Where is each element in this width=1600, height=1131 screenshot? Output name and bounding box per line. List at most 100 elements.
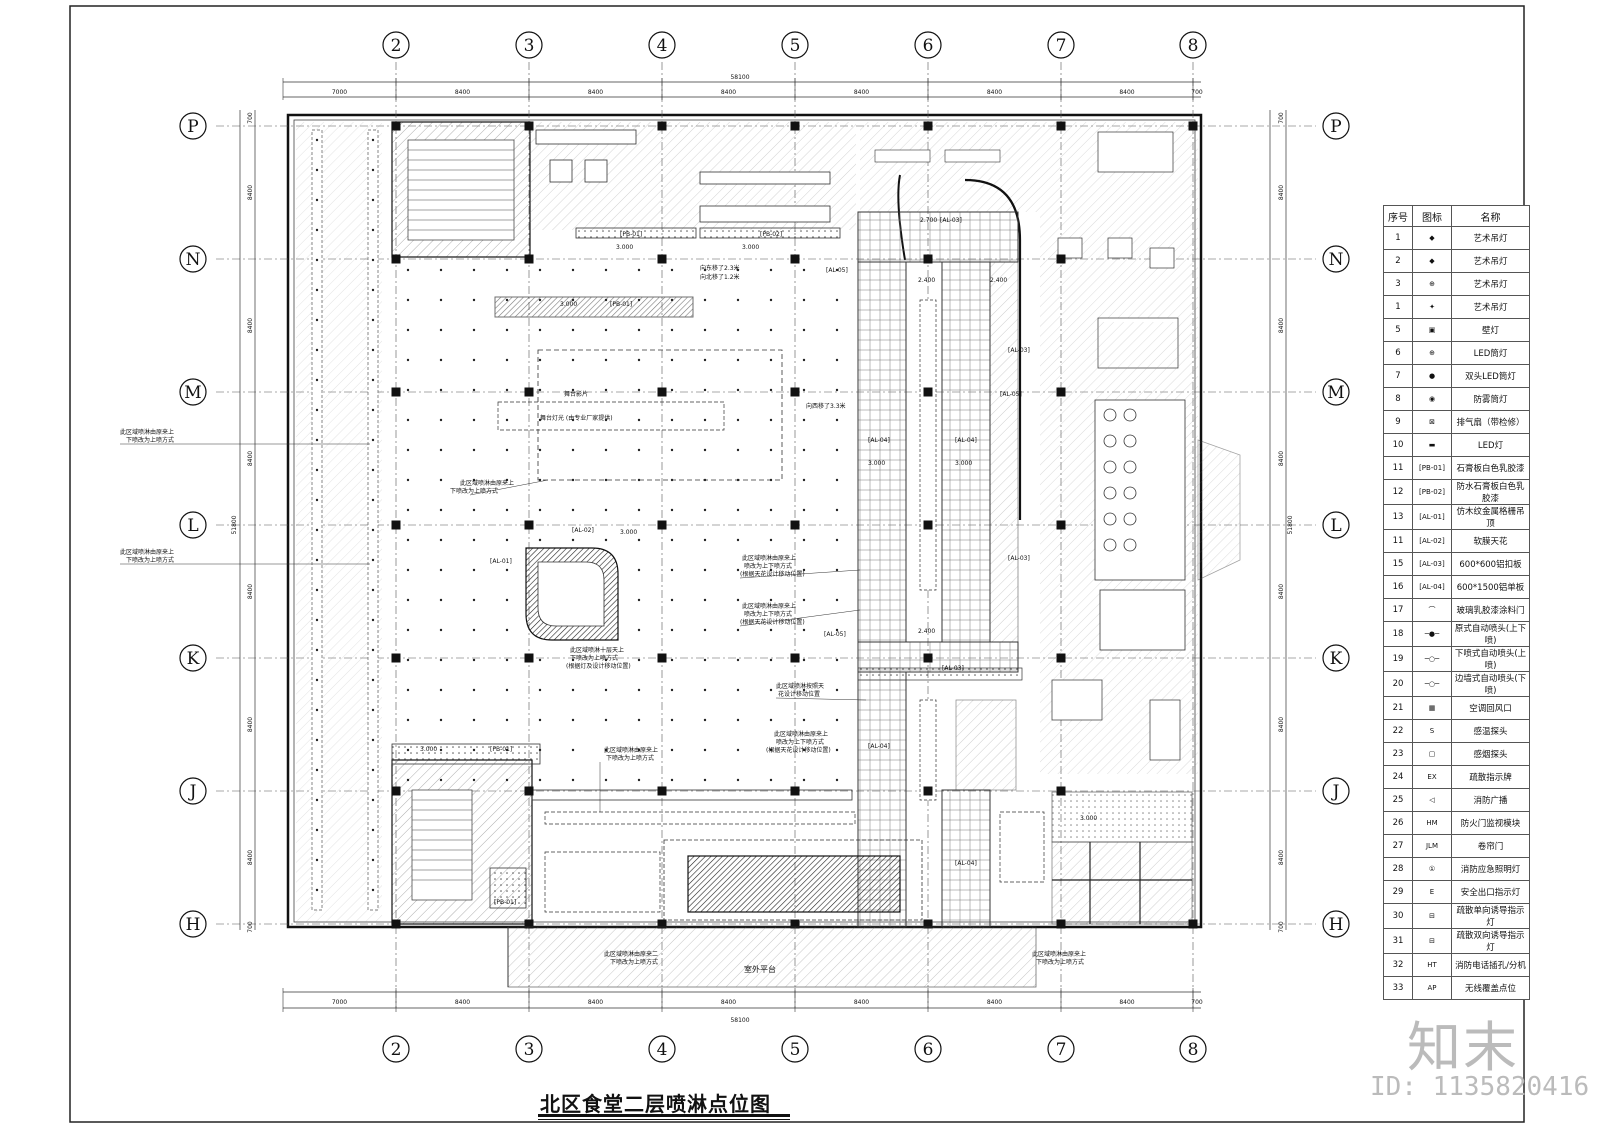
- left-strip-2: [367, 129, 379, 911]
- legend-symbol-icon: [PB-01]: [1412, 456, 1452, 480]
- legend-symbol-icon: ⊕: [1412, 272, 1452, 296]
- legend-index: 19: [1383, 646, 1413, 672]
- legend-name: 消防电话插孔/分机: [1451, 953, 1530, 977]
- sprinkler: [472, 418, 476, 422]
- sprinkler: [670, 448, 674, 452]
- axis-row-right-H-circle: [1322, 910, 1350, 938]
- axis-row-right-P-label: P: [1330, 117, 1341, 137]
- legend-name: 仿木纹金属格栅吊顶: [1451, 504, 1530, 530]
- legend-row: 11[AL-02]软膜天花: [1383, 529, 1530, 553]
- sprinkler: [835, 418, 839, 422]
- svg-text:此区域喷淋由原来二: 此区域喷淋由原来二: [604, 950, 658, 958]
- bottom-right-rooms: [1051, 841, 1193, 925]
- axis-row-left-P-circle: [179, 112, 207, 140]
- burner: [1123, 434, 1137, 448]
- legend-name: 防水石膏板白色乳胶漆: [1451, 479, 1530, 505]
- legend-index: 31: [1383, 928, 1413, 954]
- sprinkler: [736, 568, 740, 572]
- sprinkler: [371, 498, 375, 502]
- legend-row: 25◁消防广播: [1383, 788, 1530, 812]
- axis-row-right-N-label: N: [1329, 250, 1344, 270]
- sprinkler: [505, 448, 509, 452]
- axis-row-left-P-label: P: [187, 117, 198, 137]
- legend-name: 艺术吊灯: [1451, 249, 1530, 273]
- column: [790, 387, 800, 397]
- sprinkler: [769, 448, 773, 452]
- sprinkler: [571, 268, 575, 272]
- sprinkler: [637, 748, 641, 752]
- sprinkler: [406, 778, 410, 782]
- pipe-main: [964, 178, 1022, 520]
- svg-text:下喷改为上喷方式: 下喷改为上喷方式: [450, 487, 498, 495]
- sprinkler: [538, 748, 542, 752]
- column: [923, 919, 933, 929]
- sprinkler: [472, 298, 476, 302]
- legend-symbol-icon: [AL-02]: [1412, 529, 1452, 553]
- legend-name: 艺术吊灯: [1451, 226, 1530, 250]
- legend-row: 21▦空调回风口: [1383, 696, 1530, 720]
- column: [657, 254, 667, 264]
- sprinkler: [571, 478, 575, 482]
- legend-name: 艺术吊灯: [1451, 295, 1530, 319]
- tag-pb02-top: [PB-02]: [760, 231, 782, 238]
- sprinkler: [802, 268, 806, 272]
- sprinkler: [505, 418, 509, 422]
- grid-ceiling-top: [857, 211, 1019, 263]
- svg-text:喷改为上下喷方式: 喷改为上下喷方式: [776, 738, 824, 746]
- legend-name: 600*600铝扣板: [1451, 552, 1530, 576]
- sprinkler: [736, 298, 740, 302]
- sprinkler: [670, 688, 674, 692]
- axis-row-right-K-circle: [1322, 644, 1350, 672]
- legend-row: 13[AL-01]仿木纹金属格栅吊顶: [1383, 504, 1530, 530]
- legend-symbol-icon: [AL-04]: [1412, 575, 1452, 599]
- sprinkler: [439, 268, 443, 272]
- svg-text:下喷改为上喷方式: 下喷改为上喷方式: [1036, 958, 1084, 966]
- legend-symbol-icon: ◁: [1412, 788, 1452, 812]
- sprinkler: [637, 268, 641, 272]
- sprinkler: [703, 598, 707, 602]
- column: [1056, 121, 1066, 131]
- sprinkler: [736, 268, 740, 272]
- sprinkler: [571, 508, 575, 512]
- axis-row-left-M-label: M: [184, 383, 201, 403]
- sprinkler: [802, 688, 806, 692]
- sprinkler: [604, 508, 608, 512]
- legend-index: 2: [1383, 249, 1413, 273]
- axis-col-bottom-3-label: 3: [524, 1040, 535, 1060]
- sprinkler: [472, 538, 476, 542]
- sprinkler: [637, 298, 641, 302]
- sprinkler: [571, 658, 575, 662]
- legend-index: 32: [1383, 953, 1413, 977]
- sprinkler: [637, 418, 641, 422]
- axis-row-left-N-circle: [179, 245, 207, 273]
- sprinkler: [703, 568, 707, 572]
- sprinkler: [406, 328, 410, 332]
- row-dim-right: 8400: [1278, 717, 1285, 732]
- column: [923, 254, 933, 264]
- axis-col-top-3-label: 3: [524, 36, 535, 56]
- legend-name: LED灯: [1451, 433, 1530, 457]
- svg-text:(根据天花设计移动位置): (根据天花设计移动位置): [740, 618, 805, 626]
- bulkhead-top: [494, 296, 694, 318]
- sprinkler: [670, 748, 674, 752]
- axis-row-right-L-label: L: [1330, 516, 1341, 536]
- burner: [1123, 512, 1137, 526]
- legend-row: 1◆艺术吊灯: [1383, 226, 1530, 250]
- legend-index: 25: [1383, 788, 1413, 812]
- sprinkler: [670, 298, 674, 302]
- sprinkler: [769, 478, 773, 482]
- top-right-rooms: [860, 122, 1040, 212]
- axis-col-bottom-6-label: 6: [923, 1040, 934, 1060]
- legend-index: 1: [1383, 226, 1413, 250]
- tag-pb01-bl: [PB-01]: [490, 746, 512, 753]
- col-dim-bottom: 8400: [1119, 999, 1134, 1006]
- legend-name: 石膏板白色乳胶漆: [1451, 456, 1530, 480]
- axis-col-top-6-label: 6: [923, 36, 934, 56]
- sprinkler: [703, 538, 707, 542]
- tag-al01: [AL-01]: [490, 558, 512, 565]
- sprinkler: [406, 628, 410, 632]
